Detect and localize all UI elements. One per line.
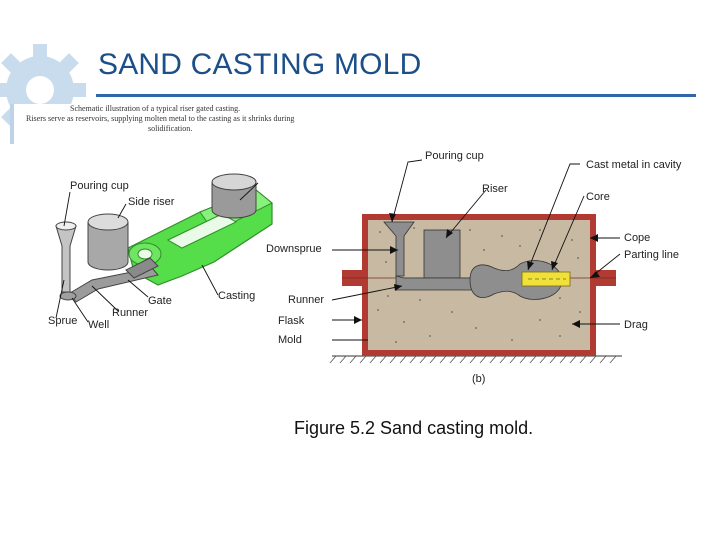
mold-cross-section-diagram: Pouring cup Cast metal in cavity Riser C… xyxy=(266,150,682,385)
label-well: Well xyxy=(88,319,109,331)
riser-gated-casting-diagram: Pouring cup Side riser Casting Gate Runn… xyxy=(48,173,273,331)
description-line: solidification. xyxy=(148,124,193,133)
label-riser: Riser xyxy=(482,183,508,195)
label-parting-line: Parting line xyxy=(624,249,679,261)
label-cope: Cope xyxy=(624,232,650,244)
label-side-riser: Side riser xyxy=(128,196,175,208)
label-runner-section: Runner xyxy=(288,294,324,306)
label-downsprue: Downsprue xyxy=(266,243,322,255)
label-mold: Mold xyxy=(278,334,302,346)
label-flask: Flask xyxy=(278,315,305,327)
label-pouring-cup-section: Pouring cup xyxy=(425,150,484,162)
label-drag: Drag xyxy=(624,319,648,331)
panel-label: (b) xyxy=(472,373,485,385)
label-pouring-cup: Pouring cup xyxy=(70,180,129,192)
figure-caption: Figure 5.2 Sand casting mold. xyxy=(294,418,534,438)
label-cast-metal: Cast metal in cavity xyxy=(586,159,682,171)
label-runner: Runner xyxy=(112,307,148,319)
figure-description: Schematic illustration of a typical rise… xyxy=(10,104,344,144)
title-divider xyxy=(96,94,696,97)
slide-title: SAND CASTING MOLD xyxy=(98,48,422,81)
label-casting: Casting xyxy=(218,290,255,302)
label-gate: Gate xyxy=(148,295,172,307)
description-line: Risers serve as reservoirs, supplying mo… xyxy=(26,114,295,123)
label-core: Core xyxy=(586,191,610,203)
description-line: Schematic illustration of a typical rise… xyxy=(70,104,241,113)
label-sprue: Sprue xyxy=(48,315,77,327)
